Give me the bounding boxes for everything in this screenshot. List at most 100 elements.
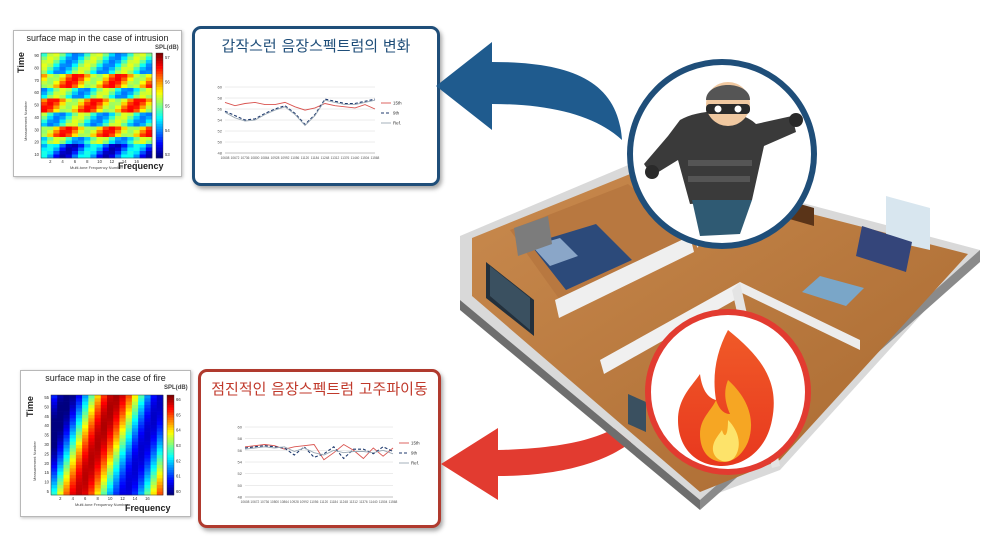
heat-cell xyxy=(65,123,73,127)
heat-cell xyxy=(84,105,91,110)
heat-cell xyxy=(121,151,128,155)
heat-cell xyxy=(78,70,85,75)
heat-cell xyxy=(139,63,147,68)
heat-cell xyxy=(41,144,48,148)
colorbar-segment xyxy=(156,113,163,117)
heat-cell xyxy=(113,405,120,409)
heat-cell xyxy=(47,105,54,110)
heat-cell xyxy=(71,151,79,155)
heat-cell xyxy=(113,398,120,402)
heat-cell xyxy=(131,431,139,436)
heat-cell xyxy=(69,415,77,419)
heat-cell xyxy=(113,485,120,489)
heat-cell xyxy=(127,70,134,75)
heat-cell xyxy=(127,147,134,152)
heat-y-tick: 70 xyxy=(34,78,39,83)
heat-cell xyxy=(94,405,102,409)
heat-cell xyxy=(125,418,133,422)
heat-cell xyxy=(133,77,140,82)
heat-cell xyxy=(88,415,95,419)
heat-cell xyxy=(133,81,140,85)
colorbar-segment xyxy=(156,97,163,101)
heat-cell xyxy=(78,105,85,110)
colorbar-segment xyxy=(156,84,163,88)
heat-cell xyxy=(57,468,64,472)
heat-cell xyxy=(94,435,102,439)
heat-cell xyxy=(115,67,122,71)
heat-cell xyxy=(139,140,147,145)
heat-cell xyxy=(156,481,164,486)
heat-cell xyxy=(84,60,91,64)
heat-cell xyxy=(150,405,158,409)
heat-cell xyxy=(65,81,73,85)
heat-cell xyxy=(75,421,83,426)
heat-cell xyxy=(107,445,114,449)
heat-cell xyxy=(131,395,139,399)
heat-cell xyxy=(102,123,110,127)
heat-cell xyxy=(113,415,120,419)
heat-cell xyxy=(131,438,139,442)
heat-cell xyxy=(96,70,103,75)
heat-cell xyxy=(119,485,126,489)
heat-cell xyxy=(125,438,133,442)
heat-cell xyxy=(57,405,64,409)
legend-label: 15th xyxy=(393,101,402,106)
heat-cell xyxy=(82,428,89,432)
heat-cell xyxy=(113,488,120,492)
line-x-tick: 10736 xyxy=(260,500,269,504)
heat-cell xyxy=(90,74,97,78)
heat-cell xyxy=(125,445,133,449)
colorbar-segment xyxy=(167,450,174,453)
heat-cell xyxy=(53,151,60,155)
heat-cell xyxy=(59,60,66,64)
line-y-tick: 54 xyxy=(218,118,223,123)
heat-cell xyxy=(145,60,153,64)
heat-cell xyxy=(84,56,91,61)
heat-cell xyxy=(88,441,95,446)
heat-cell xyxy=(53,53,60,57)
intrusion-arrow xyxy=(436,42,622,140)
heat-cell xyxy=(59,70,66,75)
heat-cell xyxy=(94,478,102,482)
heat-cell xyxy=(113,451,120,456)
heat-cell xyxy=(125,478,133,482)
colorbar-segment xyxy=(156,92,163,96)
line-x-tick: 10672 xyxy=(250,500,259,504)
colorbar-segment xyxy=(156,134,163,138)
heat-cell xyxy=(100,405,108,409)
heat-cell xyxy=(96,109,103,113)
heat-cell xyxy=(133,154,140,159)
heat-cell xyxy=(53,112,60,117)
heat-cell xyxy=(131,451,139,456)
heat-cell xyxy=(47,116,54,120)
heat-cell xyxy=(133,147,140,152)
heat-cell xyxy=(144,425,151,429)
heat-cell xyxy=(156,455,164,459)
heat-cell xyxy=(113,428,120,432)
heat-cell xyxy=(82,465,89,469)
heat-cell xyxy=(96,81,103,85)
heat-cell xyxy=(131,398,139,402)
heat-cell xyxy=(82,448,89,452)
heat-cell xyxy=(78,63,85,68)
heat-cell xyxy=(57,465,64,469)
heat-cell xyxy=(69,405,77,409)
heat-cell xyxy=(51,471,58,476)
heat-cell xyxy=(144,468,151,472)
heat-cell xyxy=(51,465,58,469)
heat-cell xyxy=(156,395,164,399)
heat-cell xyxy=(144,428,151,432)
heat-y-tick: 25 xyxy=(44,451,49,456)
heat-cell xyxy=(125,421,133,426)
heat-cell xyxy=(115,95,122,99)
heat-cell xyxy=(127,154,134,159)
line-x-tick: 10992 xyxy=(281,156,290,160)
heat-cell xyxy=(133,112,140,117)
heat-cell xyxy=(121,123,128,127)
heat-cell xyxy=(144,415,151,419)
heat-cell xyxy=(127,88,134,92)
heat-cell xyxy=(88,458,95,462)
line-x-tick: 11248 xyxy=(339,500,348,504)
heat-y-tick: 30 xyxy=(44,442,49,447)
heat-cell xyxy=(115,154,122,159)
